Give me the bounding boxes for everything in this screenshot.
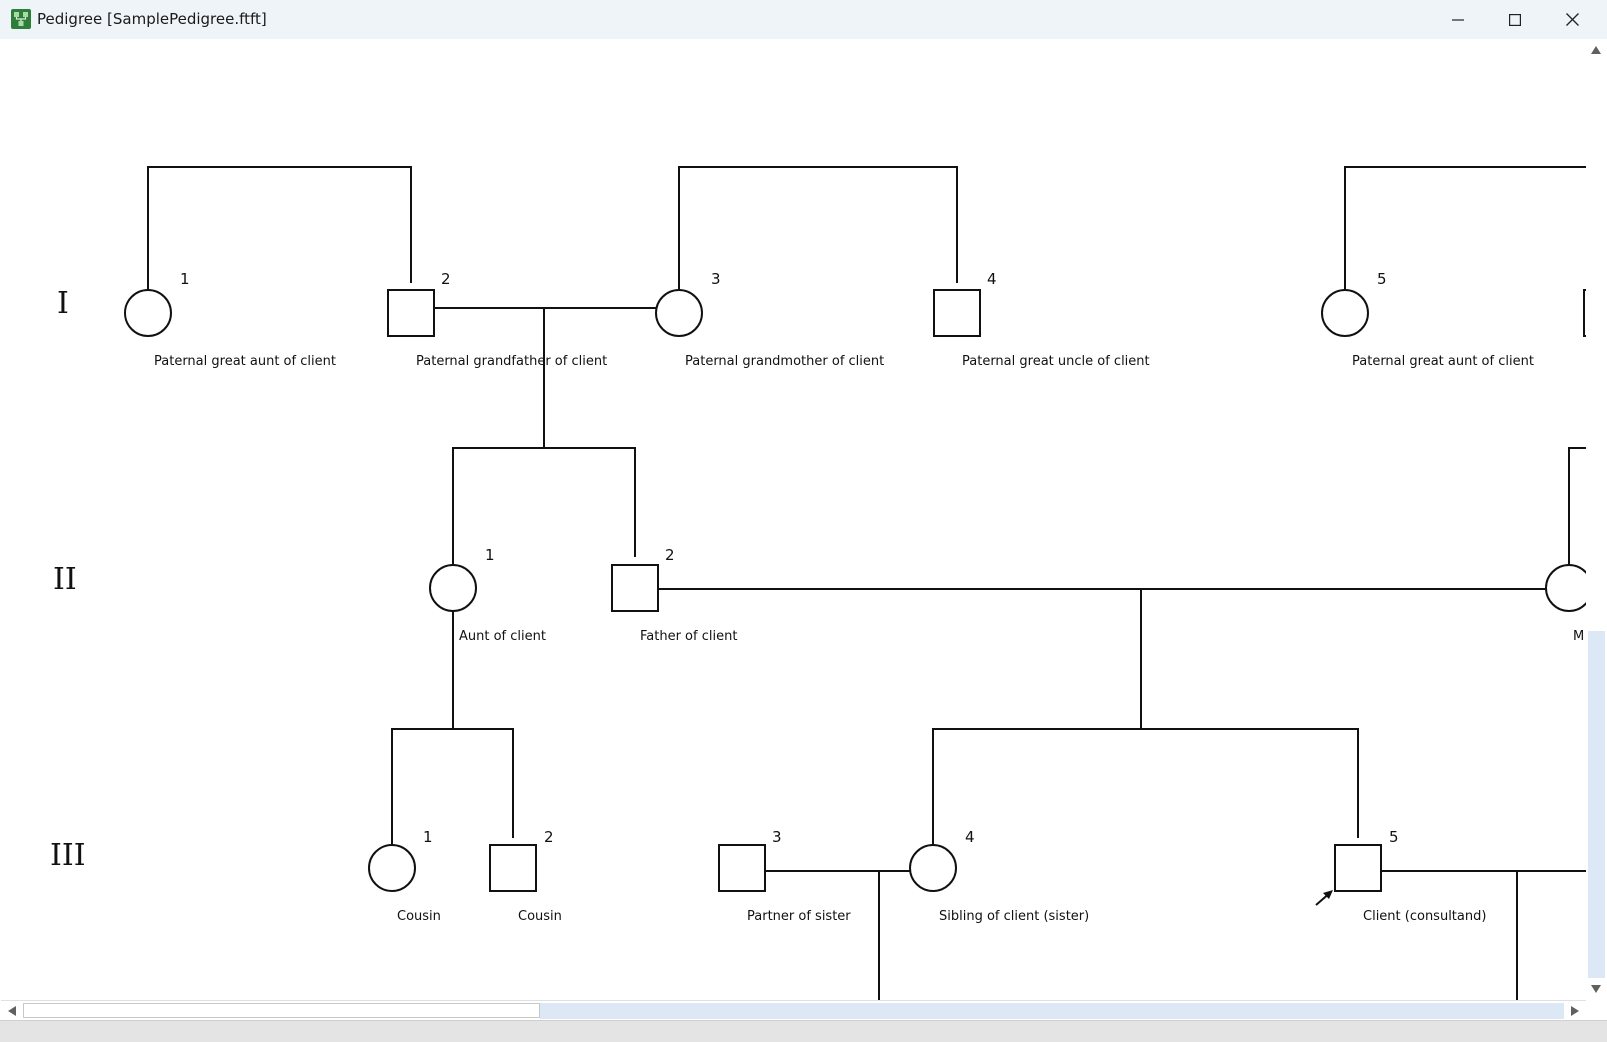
individual-label: Father of client <box>640 629 737 644</box>
minimize-icon <box>1452 18 1464 21</box>
sibship-line <box>452 447 636 564</box>
window-title: Pedigree [SamplePedigree.ftft] <box>37 10 267 28</box>
arrow-right-icon <box>1571 1006 1579 1016</box>
individual-label: Paternal grandmother of client <box>685 354 884 369</box>
individual-label: Partner of sister <box>747 909 851 924</box>
individual-I-2[interactable]: 2 Paternal grandfather of client <box>387 270 607 369</box>
individual-I-4[interactable]: 4 Paternal great uncle of client <box>933 270 1150 369</box>
vertical-scrollbar[interactable] <box>1586 39 1606 1000</box>
pedigree-app-icon <box>11 9 31 29</box>
sibship-line <box>678 166 958 290</box>
individual-number: 3 <box>772 828 782 846</box>
sibship-line <box>932 728 1359 845</box>
individual-label: Client (consultand) <box>1363 909 1486 924</box>
individual-II-2[interactable]: 2 Father of client <box>611 546 737 644</box>
generation-label: III <box>50 838 86 873</box>
individual-I-3[interactable]: 3 Paternal grandmother of client <box>655 270 884 369</box>
scroll-track[interactable] <box>1589 61 1603 631</box>
proband-arrow-icon <box>1315 890 1333 906</box>
scroll-track-lower[interactable] <box>1588 631 1605 978</box>
individual-II-1[interactable]: 1 Aunt of client <box>429 546 546 644</box>
generation-label: II <box>53 562 77 597</box>
arrow-down-icon <box>1591 985 1601 993</box>
scroll-track[interactable] <box>540 1003 1564 1019</box>
individual-number: 1 <box>485 546 495 564</box>
individual-III-1[interactable]: 1 Cousin <box>368 828 441 924</box>
scroll-right-button[interactable] <box>1566 1002 1584 1020</box>
close-icon <box>1565 13 1579 26</box>
sibship-line <box>1344 166 1586 290</box>
individual-II-mother-partial[interactable]: M <box>1545 564 1586 644</box>
individual-III-2[interactable]: 2 Cousin <box>489 828 562 924</box>
scroll-up-button[interactable] <box>1587 41 1605 59</box>
pedigree-diagram: I II III 1 Paternal great aunt of client… <box>50 166 1586 1000</box>
individual-number: 4 <box>987 270 997 288</box>
individual-label: Paternal great aunt of client <box>154 354 336 369</box>
pedigree-canvas[interactable]: I II III 1 Paternal great aunt of client… <box>1 39 1586 1000</box>
maximize-button[interactable] <box>1486 0 1544 39</box>
individual-number: 1 <box>180 270 190 288</box>
individual-I-6-partial[interactable] <box>1583 289 1586 337</box>
individual-label: Paternal great uncle of client <box>962 354 1150 369</box>
individual-label: Cousin <box>518 909 562 924</box>
individual-number: 5 <box>1377 270 1387 288</box>
generation-label: I <box>57 286 69 321</box>
individual-I-1[interactable]: 1 Paternal great aunt of client <box>124 270 336 369</box>
individual-number: 2 <box>665 546 675 564</box>
individual-label: Cousin <box>397 909 441 924</box>
scroll-down-button[interactable] <box>1587 980 1605 998</box>
horizontal-scrollbar[interactable] <box>1 1000 1586 1021</box>
status-bar <box>0 1020 1607 1042</box>
individual-number: 4 <box>965 828 975 846</box>
individual-number: 2 <box>441 270 451 288</box>
individual-III-4[interactable]: 4 Sibling of client (sister) <box>909 828 1089 924</box>
individual-label: Paternal great aunt of client <box>1352 354 1534 369</box>
individual-number: 5 <box>1389 828 1399 846</box>
individual-number: 3 <box>711 270 721 288</box>
individual-label: Aunt of client <box>459 629 546 644</box>
scroll-left-button[interactable] <box>3 1002 21 1020</box>
individual-I-5[interactable]: 5 Paternal great aunt of client <box>1321 270 1534 369</box>
close-button[interactable] <box>1543 0 1601 39</box>
individual-III-5-client[interactable]: 5 Client (consultand) <box>1315 828 1486 924</box>
individual-label: M <box>1573 629 1584 644</box>
individual-label: Sibling of client (sister) <box>939 909 1089 924</box>
arrow-up-icon <box>1591 46 1601 54</box>
scroll-thumb[interactable] <box>23 1003 540 1018</box>
individual-number: 2 <box>544 828 554 846</box>
maximize-icon <box>1509 13 1521 26</box>
individual-number: 1 <box>423 828 433 846</box>
minimize-button[interactable] <box>1429 0 1487 39</box>
sibship-line <box>1568 447 1586 564</box>
sibship-line <box>147 166 412 290</box>
sibship-line <box>391 728 514 845</box>
individual-label: Paternal grandfather of client <box>416 354 607 369</box>
arrow-left-icon <box>8 1006 16 1016</box>
scrollbar-corner <box>1586 1000 1607 1020</box>
title-bar: Pedigree [SamplePedigree.ftft] <box>0 0 1607 39</box>
individual-III-3[interactable]: 3 Partner of sister <box>718 828 851 924</box>
